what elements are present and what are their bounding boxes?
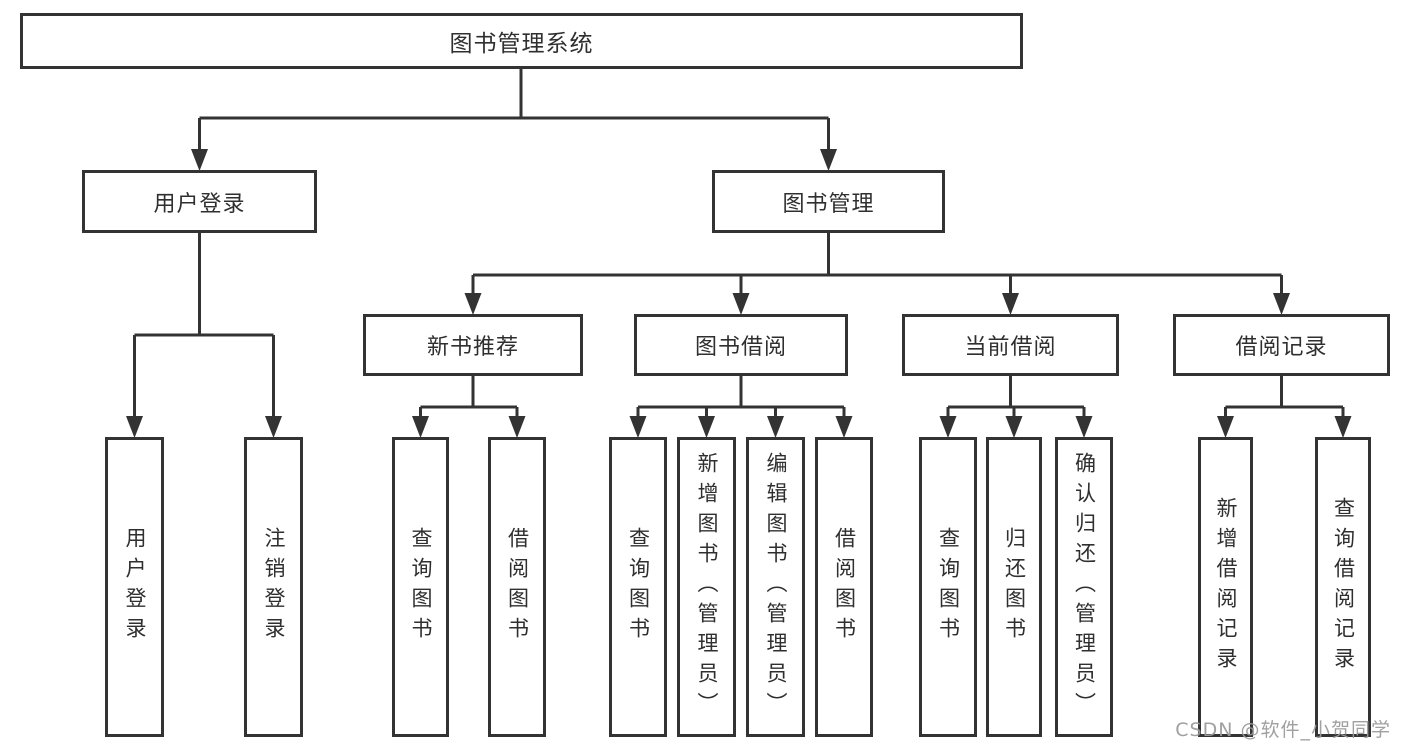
leaf-edit-book-admin-label: 编辑图书（管理员） (764, 452, 788, 722)
leaf-user-login: 用户登录 (105, 437, 164, 737)
leaf-query-borrow-record-label: 查询借阅记录 (1331, 497, 1356, 677)
node-new-book-recommend: 新书推荐 (363, 314, 583, 376)
node-book-management-label: 图书管理 (782, 191, 875, 217)
node-book-management: 图书管理 (712, 170, 945, 233)
leaf-user-login-label: 用户登录 (123, 527, 147, 647)
edge-group-root-to-level2 (191, 69, 837, 171)
leaf-confirm-return-admin: 确认归还（管理员） (1055, 437, 1113, 737)
leaf-borrow-books-newrec: 借阅图书 (488, 437, 546, 737)
node-library-system-label: 图书管理系统 (449, 31, 594, 57)
leaf-logout-login-label: 注销登录 (262, 527, 286, 647)
node-library-system: 图书管理系统 (20, 13, 1023, 69)
edge-group-book-mgmt-children (464, 233, 1290, 315)
leaf-edit-book-admin: 编辑图书（管理员） (746, 437, 805, 737)
leaf-query-books-newrec-label: 查询图书 (409, 527, 433, 647)
leaf-query-books-newrec: 查询图书 (392, 437, 449, 737)
node-user-login-branch: 用户登录 (82, 170, 317, 233)
node-user-login-branch-label: 用户登录 (153, 191, 246, 217)
node-current-borrowing-label: 当前借阅 (964, 335, 1057, 360)
node-book-borrowing: 图书借阅 (634, 314, 848, 376)
node-borrowing-records: 借阅记录 (1173, 314, 1390, 376)
node-current-borrowing: 当前借阅 (902, 314, 1119, 376)
leaf-query-books-current-label: 查询图书 (936, 527, 961, 647)
edge-group-borrow-record-children (1217, 376, 1352, 438)
leaf-add-borrow-record-label: 新增借阅记录 (1214, 497, 1238, 677)
leaf-return-book: 归还图书 (986, 437, 1042, 737)
leaf-borrow-books-borrowing-label: 借阅图书 (832, 527, 857, 647)
leaf-logout-login: 注销登录 (244, 437, 303, 737)
leaf-add-book-admin: 新增图书（管理员） (677, 437, 736, 737)
node-borrowing-records-label: 借阅记录 (1235, 335, 1328, 360)
edge-group-current-borrow-children (939, 376, 1093, 438)
leaf-add-book-admin-label: 新增图书（管理员） (695, 452, 719, 722)
edge-group-book-borrow-children (629, 376, 853, 438)
leaf-query-books-borrowing: 查询图书 (609, 437, 667, 737)
node-book-borrowing-label: 图书借阅 (694, 335, 787, 360)
csdn-watermark: CSDN @软件_小贺同学 (1175, 719, 1391, 741)
leaf-query-borrow-record: 查询借阅记录 (1315, 437, 1371, 737)
leaf-return-book-label: 归还图书 (1002, 527, 1027, 647)
leaf-confirm-return-admin-label: 确认归还（管理员） (1072, 452, 1097, 722)
node-new-book-recommend-label: 新书推荐 (426, 335, 519, 360)
leaf-query-books-current: 查询图书 (919, 437, 977, 737)
edge-group-user-login-children (126, 233, 282, 438)
edge-group-new-book-rec-children (412, 376, 526, 438)
leaf-query-books-borrowing-label: 查询图书 (626, 527, 651, 647)
leaf-add-borrow-record: 新增借阅记录 (1198, 437, 1253, 737)
leaf-borrow-books-borrowing: 借阅图书 (815, 437, 873, 737)
leaf-borrow-books-newrec-label: 借阅图书 (505, 527, 530, 647)
